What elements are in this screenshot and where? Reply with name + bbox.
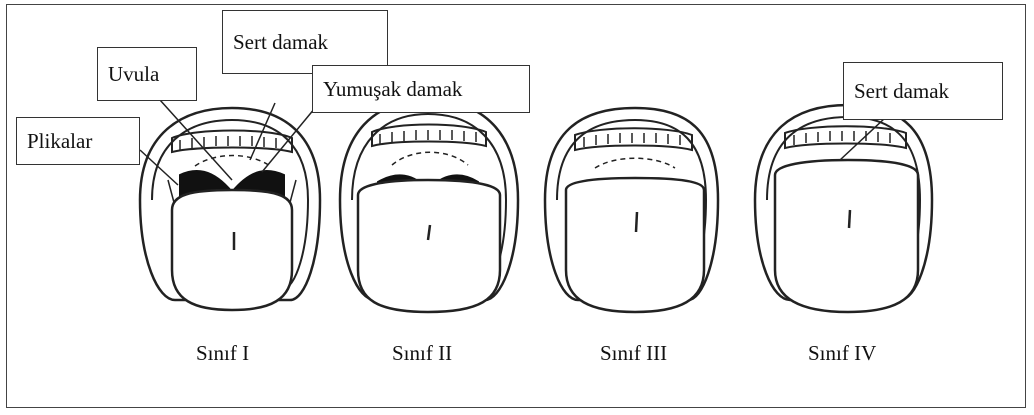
mouth-class-4: [755, 105, 932, 312]
tongue: [172, 190, 292, 310]
soft-palate-line: [195, 156, 270, 167]
mouth-class-2: [340, 100, 518, 312]
caption-class-2: Sınıf II: [392, 341, 452, 366]
mouth-class-1: [140, 108, 320, 310]
caption-class-4: Sınıf IV: [808, 341, 876, 366]
label-yumusak-damak: Yumuşak damak: [312, 65, 530, 113]
label-plikalar: Plikalar: [16, 117, 140, 165]
label-uvula: Uvula: [97, 47, 197, 101]
caption-class-1: Sınıf I: [196, 341, 249, 366]
mouth-class-3: [545, 108, 718, 312]
caption-class-3: Sınıf III: [600, 341, 667, 366]
label-sert-damak-class-4: Sert damak: [843, 62, 1003, 120]
